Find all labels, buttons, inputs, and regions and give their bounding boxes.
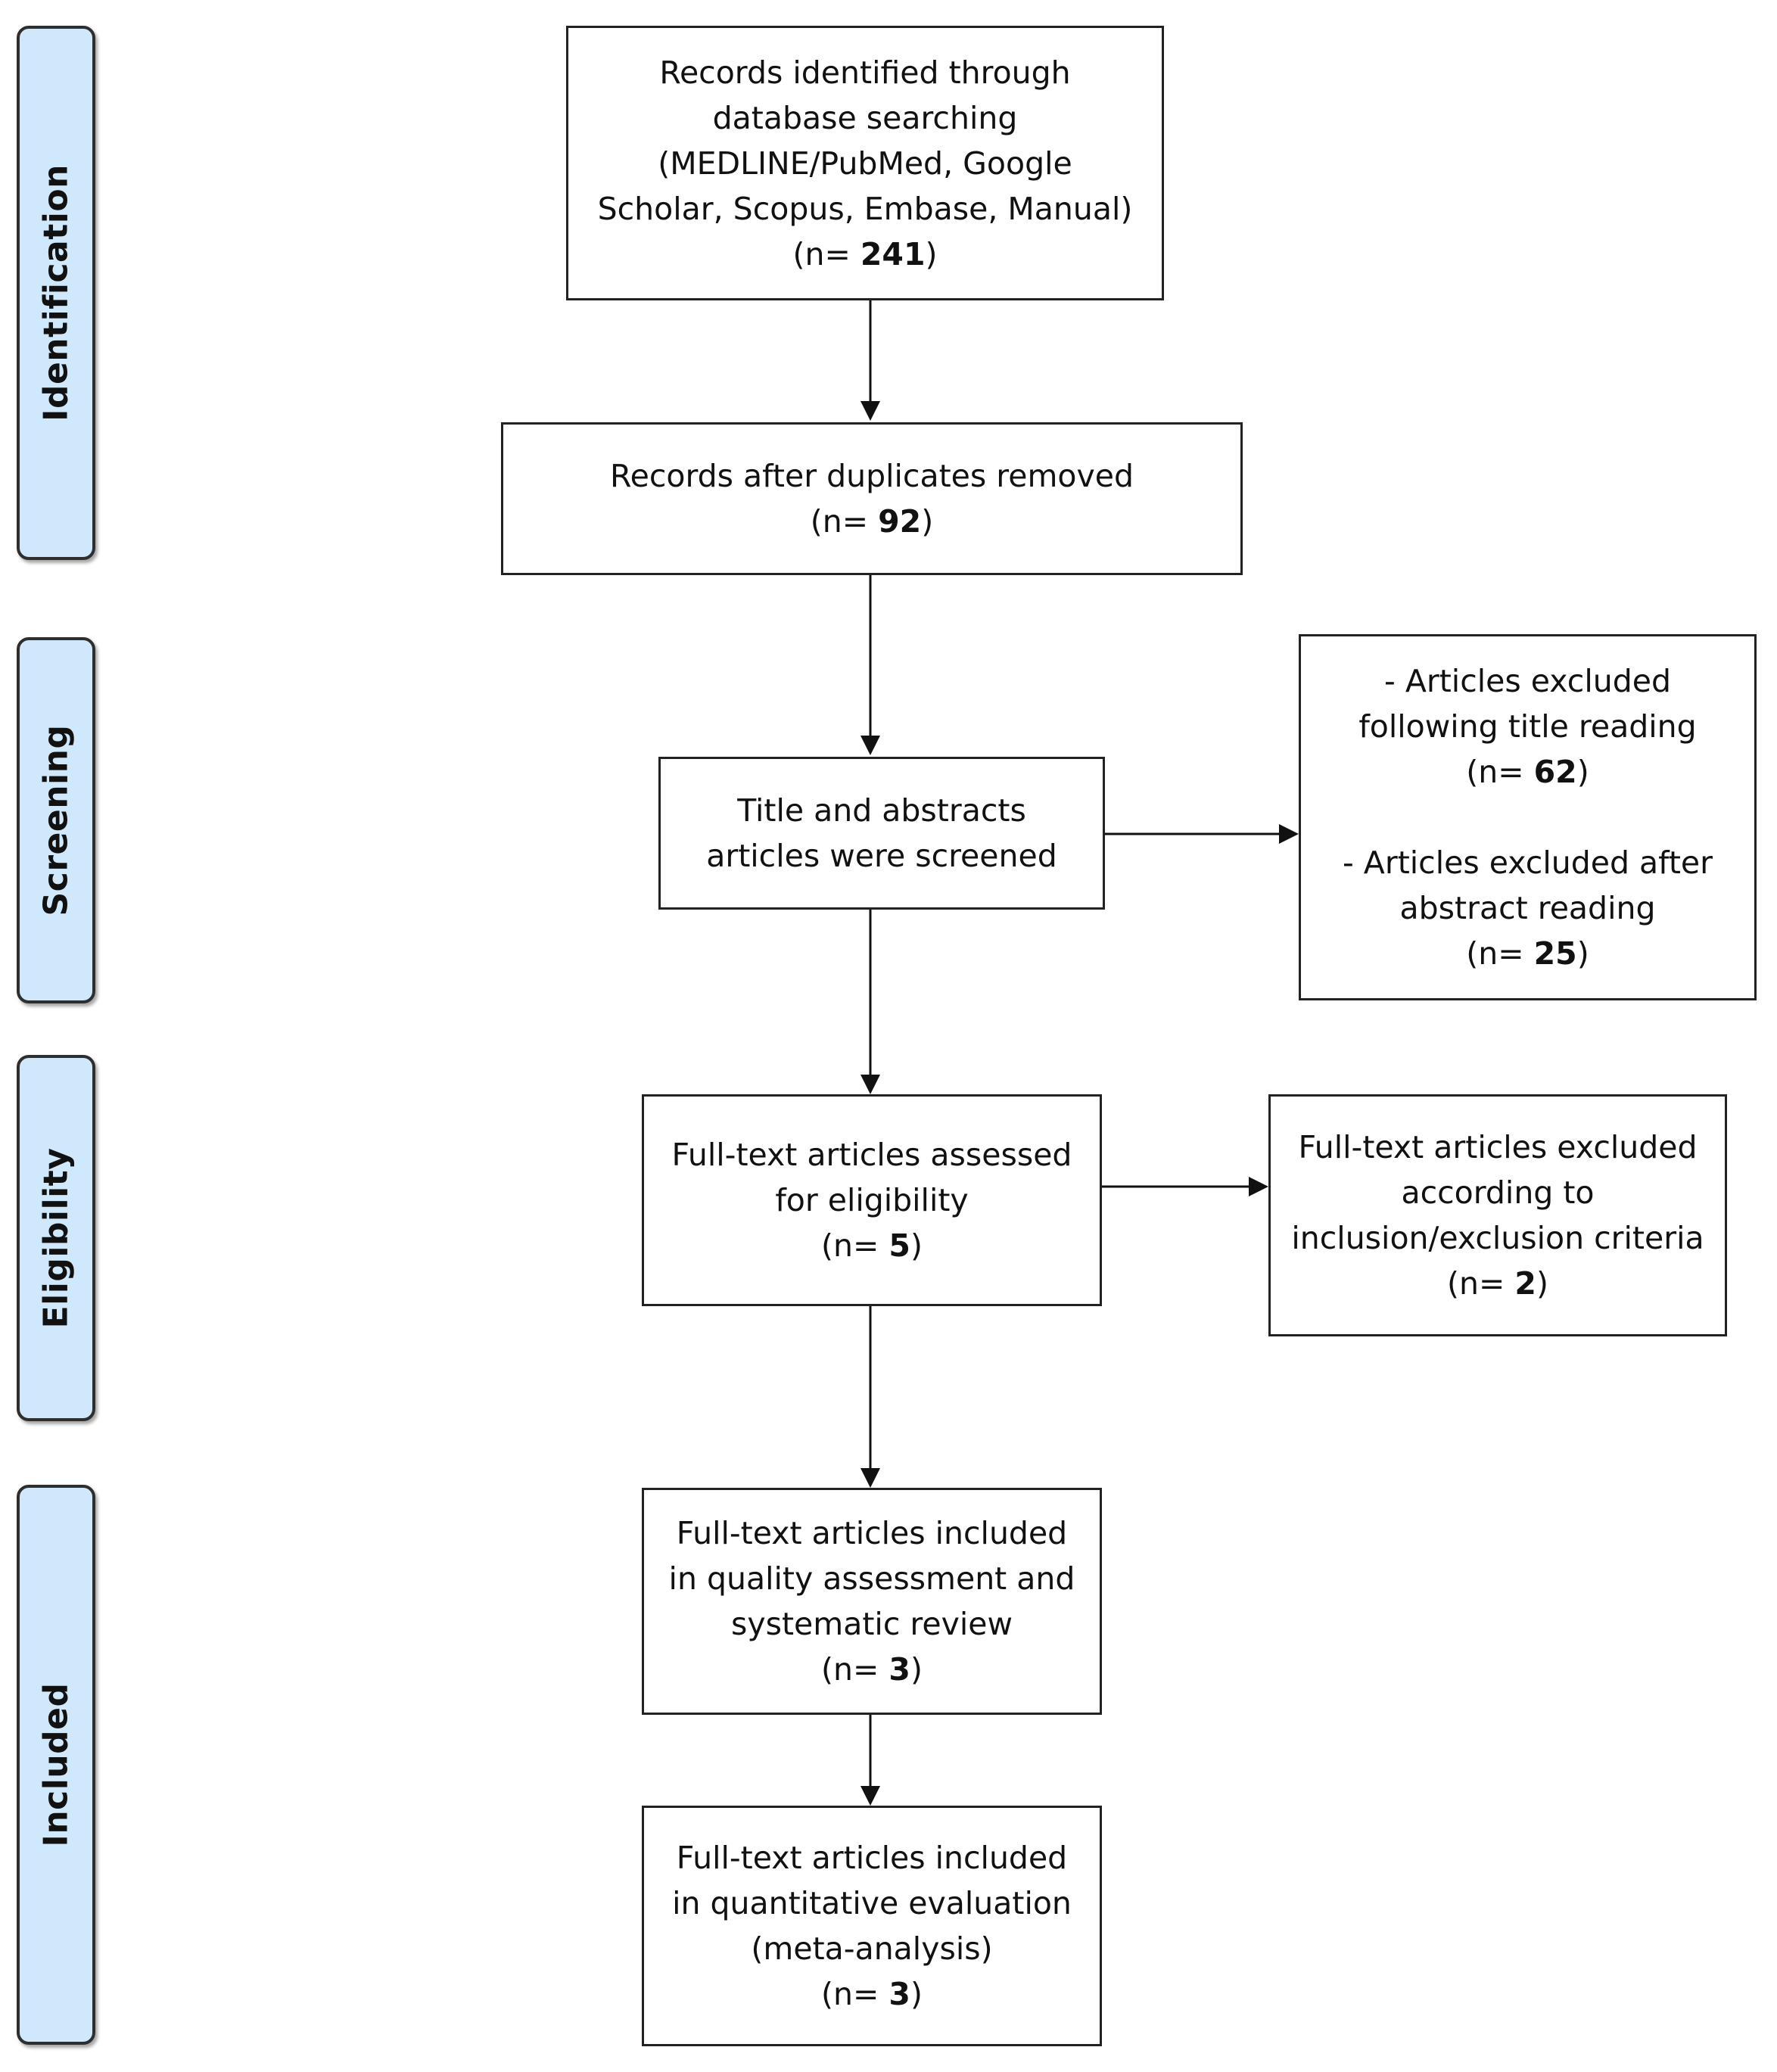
box-text-line: abstract reading [1399,890,1656,926]
count-value: 92 [878,503,922,540]
count-value: 3 [888,1976,910,2012]
count-suffix: ) [921,503,934,540]
count-prefix: (n= [792,235,860,272]
arrowhead [860,1468,880,1488]
box-text-line: in quantitative evaluation [672,1885,1072,1921]
box-text-line: Full-text articles included [676,1515,1068,1551]
box-text-line: Full-text articles excluded [1298,1129,1698,1165]
count-prefix: (n= [821,1976,889,2012]
count-value: 2 [1514,1265,1536,1302]
count-line: (n= 2) [1447,1261,1548,1306]
box-text-line: in quality assessment and [668,1560,1075,1597]
arrowhead [1279,824,1299,844]
box-text-line: (meta-analysis) [751,1930,993,1967]
count-line: (n= 3) [821,1971,923,2017]
count-line: (n= 92) [811,499,933,544]
arrowhead [860,736,880,755]
box-text-line: Full-text articles included [676,1840,1068,1876]
count-line: (n= 3) [821,1647,923,1692]
arrowhead [860,1786,880,1806]
count-line: (n= 62) [1466,749,1589,795]
box-text-line: inclusion/exclusion criteria [1291,1220,1704,1256]
box-text-line: - Articles excluded [1384,663,1671,699]
box-included-review: Full-text articles included in quality a… [642,1488,1102,1715]
count-suffix: ) [1536,1265,1548,1302]
box-text-line: Full-text articles assessed [671,1137,1072,1173]
count-suffix: ) [910,1976,923,2012]
box-screened: Title and abstracts articles were screen… [658,757,1105,910]
arrowhead [860,401,880,421]
box-text-line: Records after duplicates removed [610,458,1134,494]
arrowhead [860,1075,880,1094]
box-duplicates-removed: Records after duplicates removed (n= 92) [501,422,1243,575]
count-value: 62 [1533,754,1577,790]
box-text-line: database searching [712,99,1018,136]
count-line: (n= 25) [1466,931,1589,976]
box-text-line: Scholar, Scopus, Embase, Manual) [597,190,1133,227]
box-eligibility: Full-text articles assessed for eligibil… [642,1094,1102,1306]
count-prefix: (n= [1466,935,1534,972]
count-value: 5 [888,1227,910,1264]
box-text-line: - Articles excluded after [1342,845,1713,881]
count-suffix: ) [1576,935,1589,972]
box-text-line: (MEDLINE/PubMed, Google [658,145,1072,182]
stage-eligibility: Eligibility [17,1055,95,1421]
box-text-line: Title and abstracts [737,792,1026,829]
count-line: (n= 5) [821,1223,923,1268]
arrowhead [1249,1177,1268,1196]
box-text-line: Records identified through [659,54,1071,91]
count-suffix: ) [910,1227,923,1264]
count-prefix: (n= [1447,1265,1515,1302]
count-value: 25 [1533,935,1577,972]
box-text-line: according to [1401,1174,1595,1211]
count-suffix: ) [910,1651,923,1688]
box-text-line: articles were screened [706,838,1057,874]
box-excluded-eligibility: Full-text articles excluded according to… [1268,1094,1727,1336]
box-included-meta: Full-text articles included in quantitat… [642,1806,1102,2046]
box-text-line: for eligibility [775,1182,969,1218]
count-prefix: (n= [1466,754,1534,790]
box-excluded-screening: - Articles excluded following title read… [1299,634,1757,1000]
count-prefix: (n= [821,1227,889,1264]
count-suffix: ) [925,235,938,272]
count-value: 241 [860,235,926,272]
count-suffix: ) [1576,754,1589,790]
count-line: (n= 241) [793,232,938,277]
box-records-identified: Records identified through database sear… [566,26,1164,300]
count-prefix: (n= [810,503,879,540]
stage-screening: Screening [17,637,95,1003]
box-text-line: following title reading [1358,708,1697,745]
stage-identification: Identification [17,26,95,560]
box-text-line: systematic review [731,1606,1013,1642]
count-value: 3 [888,1651,910,1688]
count-prefix: (n= [821,1651,889,1688]
stage-included: Included [17,1485,95,2045]
